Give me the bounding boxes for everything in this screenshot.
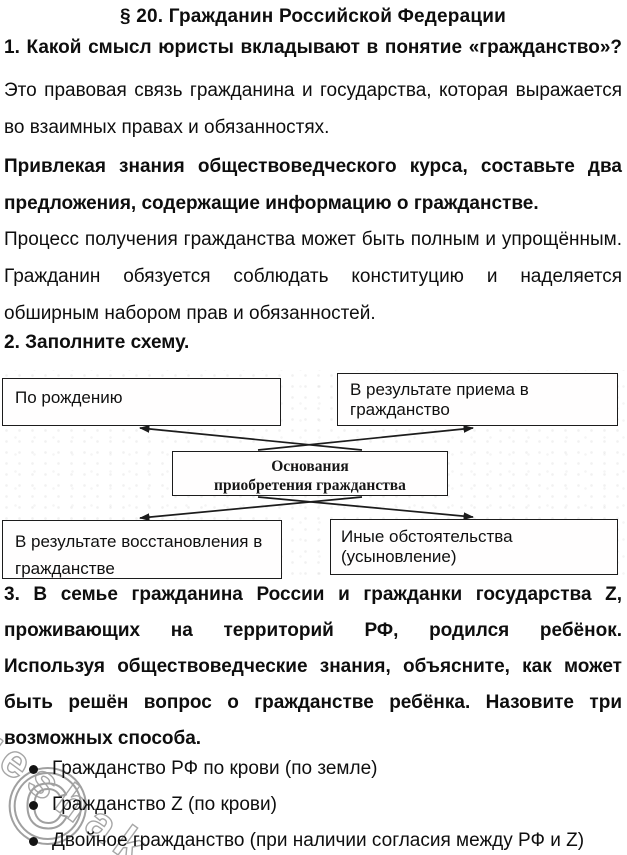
diagram-arrows: [139, 425, 474, 521]
question-3-line: 3. В семье гражданина России и гражданки…: [4, 584, 622, 605]
bullet-icon: [29, 801, 38, 810]
question-1-heading: 1. Какой смысл юристы вкладывают в понят…: [4, 37, 622, 58]
question-3-line: проживающих на территорий РФ, родился ре…: [4, 620, 622, 641]
answer-line: Это правовая связь гражданина и государс…: [4, 80, 622, 101]
arrow-to-bottom-left: [139, 496, 363, 521]
list-item: Гражданство Z (по крови): [4, 787, 622, 823]
list-item-text: Двойное гражданство (при наличии согласи…: [52, 830, 585, 851]
question-3-line: быть решён вопрос о гражданстве ребёнка.…: [4, 692, 622, 713]
question-3-line: Используя обществоведческие знания, объя…: [4, 656, 622, 677]
scheme-center-line: Основания: [271, 458, 349, 475]
answer-line: во взаимных правах и обязанностях.: [4, 117, 330, 138]
arrow-to-top-right: [257, 425, 474, 451]
arrow-to-bottom-right: [257, 496, 474, 521]
question-3-answers-list: Гражданство РФ по крови (по земле) Гражд…: [4, 751, 622, 855]
scheme-box-other: Иные обстоятельства (усыновление): [330, 519, 618, 575]
bullet-icon: [29, 837, 38, 846]
citizenship-scheme-diagram: По рождению В результате приема в гражда…: [0, 370, 627, 582]
list-item-text: Гражданство Z (по крови): [52, 794, 277, 815]
task-line: предложения, содержащие информацию о гра…: [4, 193, 539, 214]
question-1-process-answer: Процесс получения гражданства может быть…: [4, 221, 622, 332]
scheme-box-by-birth: По рождению: [2, 378, 281, 426]
arrow-to-top-left: [139, 425, 363, 451]
list-item-text: Гражданство РФ по крови (по земле): [52, 758, 378, 779]
process-line: Процесс получения гражданства может быть…: [4, 229, 622, 250]
question-1-task: Привлекая знания обществоведческого курс…: [4, 148, 622, 222]
scheme-box-admission: В результате приема в гражданство: [337, 373, 618, 426]
question-1-answer: Это правовая связь гражданина и государс…: [4, 72, 622, 146]
bullet-icon: [29, 765, 38, 774]
scheme-box-center: Основания приобретения гражданства: [172, 451, 448, 496]
scheme-box-restoration: В результате восстановления в гражданств…: [2, 520, 282, 579]
scheme-center-line: приобретения гражданства: [214, 477, 406, 494]
list-item: Двойное гражданство (при наличии согласи…: [4, 823, 622, 855]
question-3-heading: 3. В семье гражданина России и гражданки…: [4, 577, 622, 757]
question-3-line: возможных способа.: [4, 728, 202, 749]
process-line: обширным набором прав и обязанностей.: [4, 303, 376, 324]
page-title: § 20. Гражданин Российской Федерации: [119, 6, 507, 27]
process-line: Гражданин обязуется соблюдать конституци…: [4, 266, 622, 287]
task-line: Привлекая знания обществоведческого курс…: [4, 156, 622, 177]
question-2-heading: 2. Заполните схему.: [4, 332, 190, 353]
list-item: Гражданство РФ по крови (по земле): [4, 751, 622, 787]
